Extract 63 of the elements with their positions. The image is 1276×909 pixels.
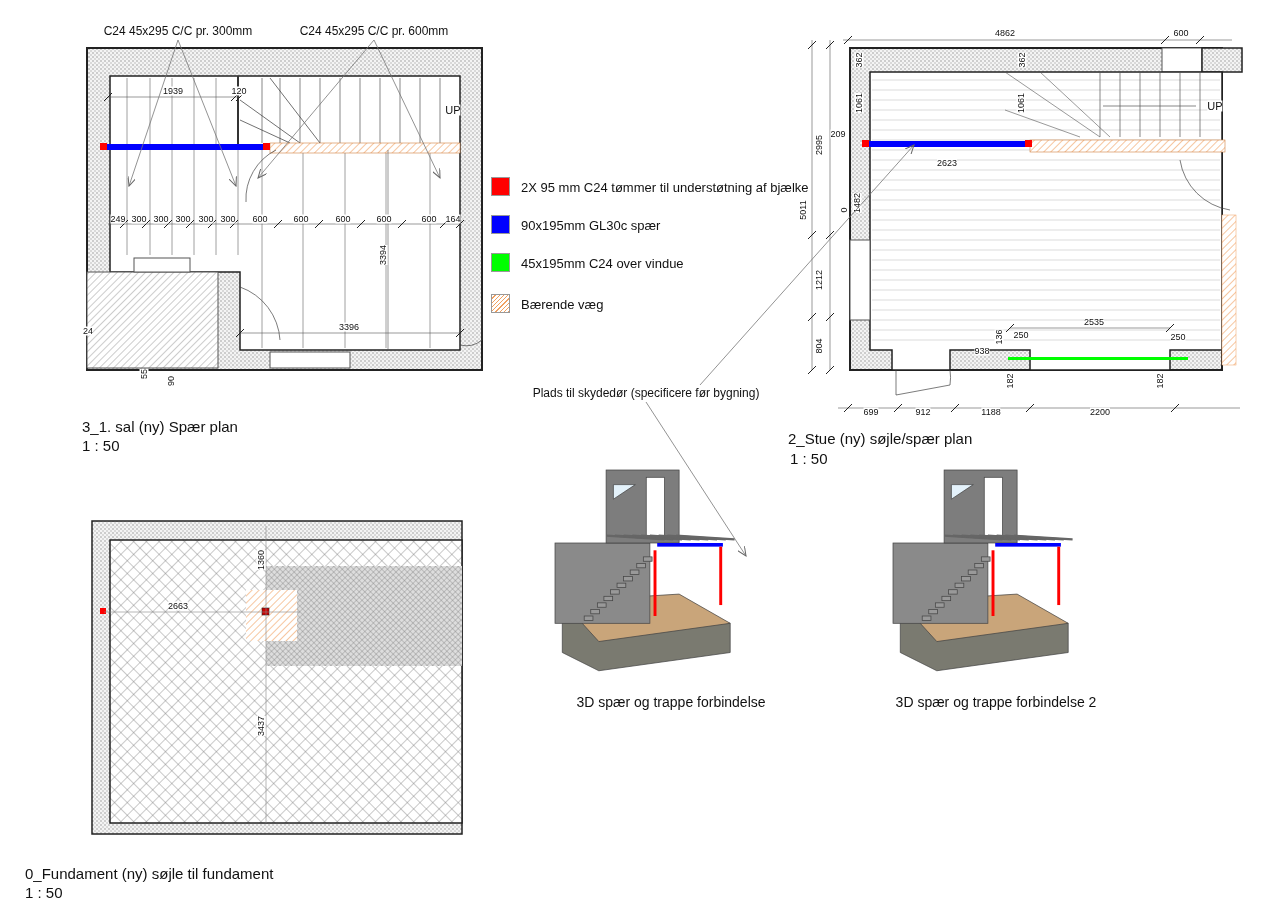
dimension-label: 90 bbox=[166, 376, 176, 386]
dimension-label: 5011 bbox=[798, 200, 808, 220]
dimension-label: 600 bbox=[376, 214, 392, 224]
drawing-title: 3_1. sal (ny) Spær plan bbox=[82, 418, 238, 434]
dimension-label: 1939 bbox=[163, 86, 183, 96]
dimension-label: 3396 bbox=[339, 322, 359, 332]
dimension-label: 362 bbox=[1017, 52, 1027, 68]
3d-view-drawing bbox=[554, 469, 735, 672]
dimension-label: 136 bbox=[994, 329, 1004, 345]
dimension-label: 600 bbox=[421, 214, 437, 224]
dimension-label: 250 bbox=[1013, 330, 1029, 340]
dimension-label: 300 bbox=[131, 214, 147, 224]
legend-label: 45x195mm C24 over vindue bbox=[521, 256, 684, 270]
dimension-label: 600 bbox=[335, 214, 351, 224]
dimension-label: 2623 bbox=[937, 158, 957, 168]
dimension-label: 0 bbox=[839, 207, 849, 213]
dimension-label: 3394 bbox=[378, 245, 388, 265]
legend-label: Bærende væg bbox=[521, 297, 604, 311]
dimension-label: 938 bbox=[974, 346, 990, 356]
view-caption: 3D spær og trappe forbindelse 2 bbox=[895, 695, 1097, 709]
view-caption: 3D spær og trappe forbindelse bbox=[576, 695, 766, 709]
dimension-label: 120 bbox=[231, 86, 247, 96]
dimension-label: 3437 bbox=[256, 716, 266, 736]
dimension-label: 600 bbox=[1173, 28, 1189, 38]
dimension-label: 362 bbox=[854, 52, 864, 68]
dimension-label: 2663 bbox=[168, 601, 188, 611]
dimension-label: 1212 bbox=[814, 270, 824, 290]
dimension-label: 1061 bbox=[1016, 93, 1026, 113]
dimension-label: 600 bbox=[293, 214, 309, 224]
dimension-label: 2200 bbox=[1090, 407, 1110, 417]
dimension-label: 182 bbox=[1005, 373, 1015, 389]
callout-text: C24 45x295 C/C pr. 300mm bbox=[103, 25, 253, 37]
drawing-title: 2_Stue (ny) søjle/spær plan bbox=[788, 430, 973, 446]
dimension-label: 250 bbox=[1170, 332, 1186, 342]
direction-label: UP bbox=[445, 104, 461, 116]
dimension-label: 249 bbox=[110, 214, 126, 224]
dimension-label: 4862 bbox=[995, 28, 1015, 38]
dimension-label: 300 bbox=[198, 214, 214, 224]
dimension-label: 1360 bbox=[256, 550, 266, 570]
dimension-label: 300 bbox=[153, 214, 169, 224]
dimension-label: 699 bbox=[863, 407, 879, 417]
legend-label: 2X 95 mm C24 tømmer til understøtning af bjælke bbox=[521, 180, 809, 194]
dimension-label: 55 bbox=[139, 369, 149, 379]
dimension-label: 600 bbox=[252, 214, 268, 224]
dimension-label: 24 bbox=[83, 326, 93, 336]
dimension-label: 300 bbox=[175, 214, 191, 224]
callout-text: Plads til skydedør (specificere før bygning) bbox=[532, 387, 760, 399]
3d-view-drawing bbox=[892, 469, 1073, 672]
dimension-label: 164 bbox=[445, 214, 461, 224]
dimension-label: 182 bbox=[1155, 373, 1165, 389]
drawing-title: 0_Fundament (ny) søjle til fundament bbox=[25, 865, 274, 881]
dimension-label: 1482 bbox=[852, 193, 862, 213]
dimension-label: 804 bbox=[814, 338, 824, 354]
legend-label: 90x195mm GL30c spær bbox=[521, 218, 661, 232]
dimension-label: 2995 bbox=[814, 135, 824, 155]
dimension-label: 2535 bbox=[1084, 317, 1104, 327]
dimension-label: 209 bbox=[830, 129, 846, 139]
dimension-label: 912 bbox=[915, 407, 931, 417]
dimension-label: 1061 bbox=[854, 93, 864, 113]
direction-label: UP bbox=[1207, 100, 1223, 112]
dimension-label: 1188 bbox=[981, 407, 1001, 417]
callout-text: C24 45x295 C/C pr. 600mm bbox=[299, 25, 449, 37]
dimension-label: 300 bbox=[220, 214, 236, 224]
